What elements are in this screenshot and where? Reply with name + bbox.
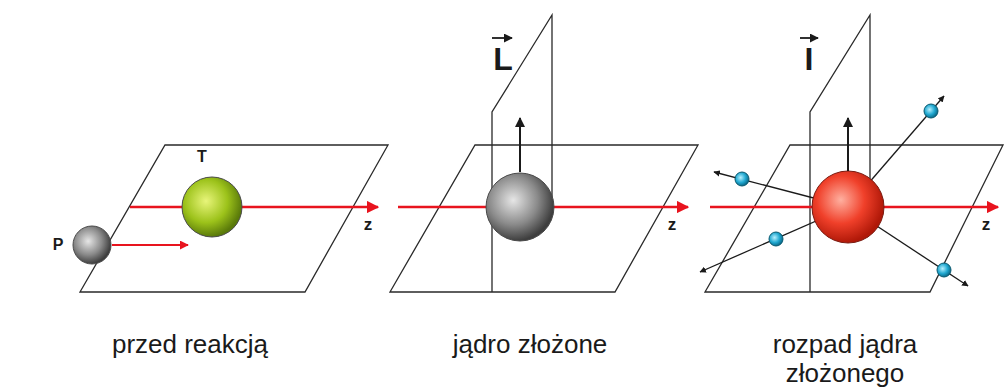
caption: jądro złożone [380,330,680,359]
compound-nucleus-decay [812,171,884,243]
emitted-particles [735,104,951,277]
vector-arrow [492,37,512,39]
projectile-arrow [112,244,188,246]
axis-label: z [662,216,682,235]
vector-symbol: I [796,42,822,77]
vector-symbol: L [488,42,518,77]
angular-momentum-arrow [519,118,521,172]
perpendicular-plane [810,15,870,292]
spin-arrow [847,118,849,171]
projectile-nucleus [73,226,111,264]
nucleus-letter: T [190,148,214,166]
caption: przed reakcją [60,330,320,359]
compound-nucleus [486,173,554,241]
nucleus-letter: P [48,236,68,254]
plane [705,145,1003,292]
plane [390,145,698,292]
target-nucleus [182,177,242,237]
vector-arrow [800,37,818,39]
axis-label: z [358,216,378,235]
plane [80,145,388,292]
axis-label: z [976,216,996,235]
caption: rozpad jądra złożonego [720,330,970,387]
emission-lines [700,96,968,286]
beam-axis [130,206,378,209]
